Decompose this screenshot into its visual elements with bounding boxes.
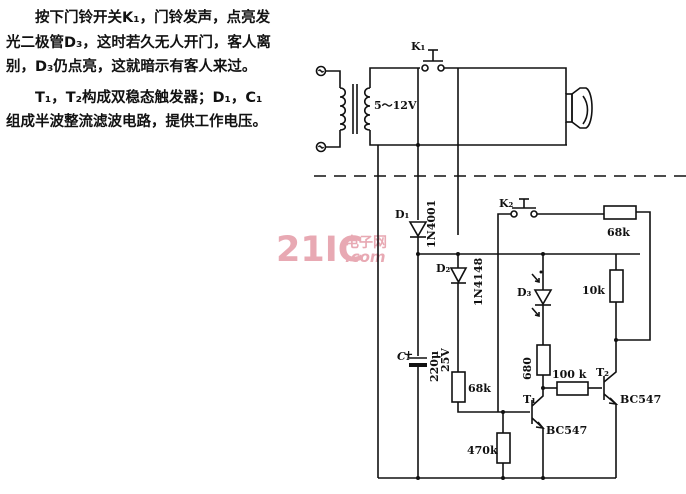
transformer-voltage-label: 5～12V [374, 99, 417, 112]
ac-input-terminals [315, 65, 341, 153]
resistor-680: 680 [521, 344, 551, 380]
t1-label: T₁ [523, 393, 536, 406]
transformer: 5～12V [339, 84, 417, 134]
d1-part-label: 1N4001 [425, 200, 438, 248]
d2-label: D₂ [436, 262, 451, 275]
r470k-label: 470k [467, 444, 498, 457]
description-paragraph-2: T₁，T₂构成双稳态触发器；D₁，C₁组成半波整流滤波电路，提供工作电压。 [6, 89, 267, 131]
watermark-brand: 21IC [276, 230, 363, 270]
c1-capacitor: + C₁ 220μ 25V [397, 348, 452, 382]
bell-icon [565, 87, 593, 129]
d3-led: D₃ [517, 270, 553, 318]
r10k-label: 10k [582, 284, 605, 297]
d1-rectifier-diode: D₁ 1N4001 [395, 200, 438, 248]
k1-doorbell-switch: K₁ [411, 40, 445, 72]
resistor-68k-top: 68k [603, 205, 637, 239]
d1-label: D₁ [395, 208, 410, 221]
resistor-100k: 100 k [552, 368, 589, 396]
r68k-top-label: 68k [607, 226, 630, 239]
r68k-base-label: 68k [468, 382, 491, 395]
resistor-68k-base: 68k [451, 371, 491, 403]
resistor-10k: 10k [582, 269, 624, 303]
junction-dots [416, 143, 618, 480]
c1-rating-label: 25V [439, 348, 452, 372]
k2-label: K₂ [499, 197, 514, 210]
watermark-logo: 21IC 电子网 .com [276, 230, 387, 270]
t1-transistor: T₁ BC547 [523, 388, 587, 440]
t2-part-label: BC547 [620, 393, 661, 406]
description-text: 按下门铃开关K₁，门铃发声，点亮发光二极管D₃，这时若久无人开门，客人离别，D₃… [6, 6, 276, 141]
k1-label: K₁ [411, 40, 426, 53]
r100k-label: 100 k [552, 368, 587, 381]
t1-part-label: BC547 [546, 424, 587, 437]
c1-value-label: 220μ [428, 351, 441, 382]
d2-diode: D₂ 1N4148 [436, 257, 485, 306]
watermark-cn: 电子网 [345, 234, 387, 251]
d2-part-label: 1N4148 [472, 257, 485, 306]
d3-label: D₃ [517, 286, 532, 299]
description-paragraph-1: 按下门铃开关K₁，门铃发声，点亮发光二极管D₃，这时若久无人开门，客人离别，D₃… [6, 10, 271, 75]
c1-label: C₁ [397, 350, 411, 363]
watermark-domain: .com [345, 248, 386, 266]
r680-label: 680 [521, 357, 534, 380]
svg-text:+: + [404, 348, 413, 361]
resistor-470k: 470k [467, 432, 511, 464]
t2-label: T₂ [596, 366, 609, 379]
t2-transistor: T₂ BC547 [596, 340, 661, 478]
